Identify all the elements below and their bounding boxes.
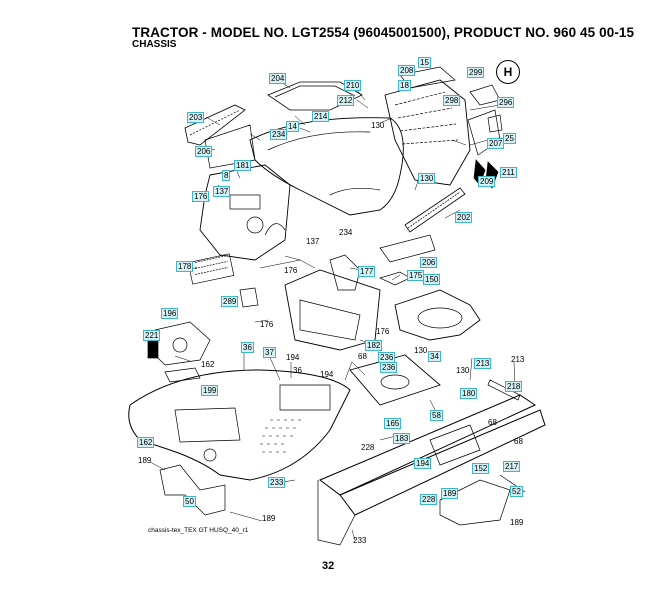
callout-221: 221 xyxy=(143,330,161,341)
callout-175: 175 xyxy=(407,270,425,281)
callout-218: 218 xyxy=(505,381,523,392)
callout-202: 202 xyxy=(455,212,473,223)
callout-213: 213 xyxy=(474,358,492,369)
callout-217: 217 xyxy=(503,461,521,472)
callout-212: 212 xyxy=(337,95,355,106)
callout-194: 194 xyxy=(320,370,334,379)
callout-233: 233 xyxy=(353,536,367,545)
callout-228: 228 xyxy=(361,443,375,452)
callout-176: 176 xyxy=(260,320,274,329)
dash-panel xyxy=(204,124,256,169)
callout-236: 236 xyxy=(380,362,398,373)
callout-296: 296 xyxy=(497,97,515,108)
callout-165: 165 xyxy=(384,418,402,429)
callout-189: 189 xyxy=(138,456,152,465)
decal-plate xyxy=(187,253,235,285)
shield xyxy=(439,479,511,526)
page-number: 32 xyxy=(322,560,335,572)
callout-8: 8 xyxy=(222,170,231,181)
callout-194: 194 xyxy=(286,353,300,362)
callout-50: 50 xyxy=(183,496,196,507)
callout-199: 199 xyxy=(201,385,219,396)
callout-176: 176 xyxy=(376,327,390,336)
callout-228: 228 xyxy=(420,494,438,505)
callout-189: 189 xyxy=(441,488,459,499)
callout-58: 58 xyxy=(430,410,443,421)
callout-234: 234 xyxy=(270,129,288,140)
callout-68: 68 xyxy=(514,437,523,446)
callout-25: 25 xyxy=(503,133,516,144)
callout-52: 52 xyxy=(510,486,523,497)
callout-18: 18 xyxy=(398,80,411,91)
callout-234: 234 xyxy=(339,228,353,237)
callout-176: 176 xyxy=(192,191,210,202)
callout-210: 210 xyxy=(344,80,362,91)
dashboard-console xyxy=(199,164,291,261)
callout-130: 130 xyxy=(456,366,470,375)
callout-298: 298 xyxy=(443,95,461,106)
callout-289: 289 xyxy=(221,296,239,307)
callout-178: 178 xyxy=(176,261,194,272)
callout-137: 137 xyxy=(306,237,320,246)
main-frame xyxy=(319,394,537,496)
dash-trim xyxy=(184,104,246,146)
callout-182: 182 xyxy=(365,340,383,351)
callout-162: 162 xyxy=(201,360,215,369)
callout-37: 37 xyxy=(263,347,276,358)
callout-152: 152 xyxy=(472,463,490,474)
page-subtitle: CHASSIS xyxy=(132,39,177,50)
callout-137: 137 xyxy=(213,186,231,197)
callout-68: 68 xyxy=(488,418,497,427)
callout-180: 180 xyxy=(460,388,478,399)
callout-181: 181 xyxy=(234,160,252,171)
hood-panel xyxy=(249,117,404,216)
callout-208: 208 xyxy=(398,65,416,76)
callout-130: 130 xyxy=(418,173,436,184)
callout-194: 194 xyxy=(414,458,432,469)
callout-36: 36 xyxy=(241,342,254,353)
callout-206: 206 xyxy=(420,257,438,268)
callout-204: 204 xyxy=(269,73,287,84)
callout-209: 209 xyxy=(478,176,496,187)
callout-176: 176 xyxy=(284,266,298,275)
page-title: TRACTOR - MODEL NO. LGT2554 (96045001500… xyxy=(132,25,635,40)
callout-130: 130 xyxy=(371,121,385,130)
callout-196: 196 xyxy=(161,308,179,319)
callout-36: 36 xyxy=(293,366,302,375)
callout-183: 183 xyxy=(393,433,411,444)
hood-top-panel xyxy=(267,81,363,111)
callout-299: 299 xyxy=(467,67,485,78)
callout-189: 189 xyxy=(510,518,524,527)
callout-207: 207 xyxy=(487,138,505,149)
front-grille xyxy=(384,79,471,186)
callout-130: 130 xyxy=(414,346,428,355)
side-grille xyxy=(404,187,466,233)
callout-177: 177 xyxy=(358,266,376,277)
callout-214: 214 xyxy=(312,111,330,122)
callout-211: 211 xyxy=(500,167,517,178)
callout-68: 68 xyxy=(358,352,367,361)
husqvarna-logo: H xyxy=(496,60,520,84)
battery-tray xyxy=(394,289,481,341)
callout-14: 14 xyxy=(286,121,299,132)
fender-deck xyxy=(128,369,351,481)
callout-34: 34 xyxy=(428,351,441,362)
callout-162: 162 xyxy=(137,437,155,448)
callout-206: 206 xyxy=(195,146,213,157)
callout-15: 15 xyxy=(418,57,431,68)
deck-vent-holes xyxy=(260,419,301,453)
diagram-caption: chassis-tex_TEX GT HUSQ_40_r1 xyxy=(148,527,249,534)
callout-150: 150 xyxy=(423,274,441,285)
lower-dash xyxy=(284,269,381,351)
callout-213: 213 xyxy=(511,355,525,364)
callout-233: 233 xyxy=(268,477,286,488)
callout-203: 203 xyxy=(187,112,205,123)
callout-189: 189 xyxy=(262,514,276,523)
seat-mount xyxy=(149,321,211,366)
